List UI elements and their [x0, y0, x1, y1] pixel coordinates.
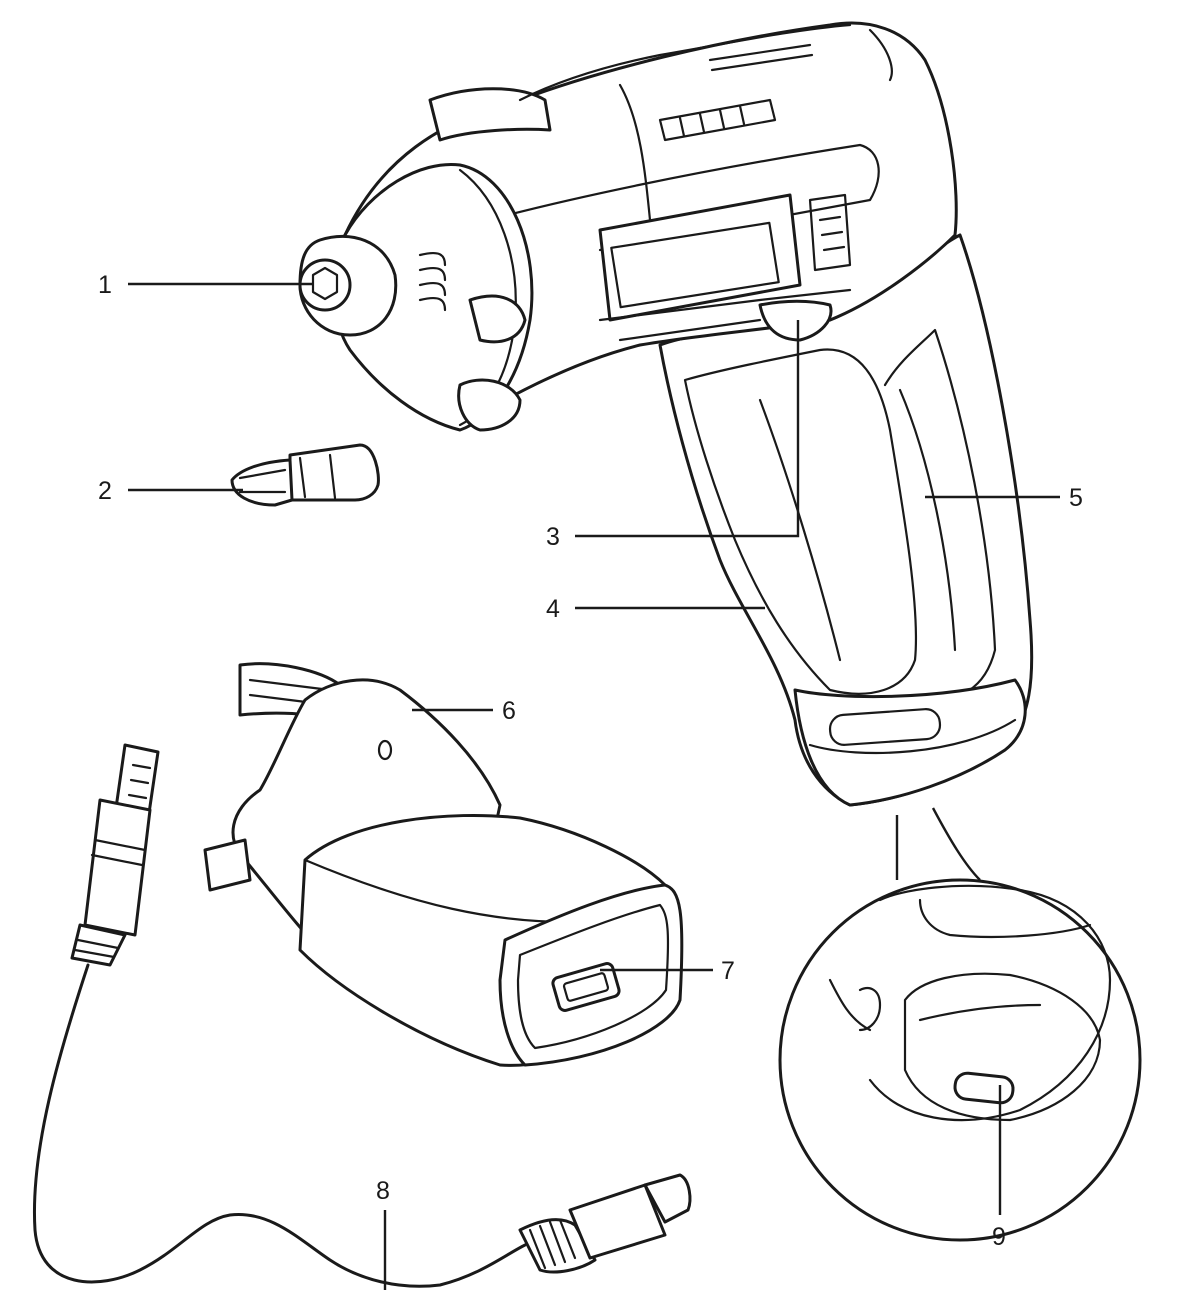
callout-7: 7	[721, 957, 735, 985]
vent-grille	[658, 43, 814, 142]
callout-9: 9	[992, 1223, 1006, 1251]
usb-cable-icon	[32, 743, 692, 1288]
callout-3: 3	[546, 523, 560, 551]
callout-5: 5	[1069, 484, 1083, 512]
plug-adapter-icon	[203, 662, 684, 1067]
magnified-detail	[778, 807, 1142, 1242]
chuck-icon	[298, 234, 398, 337]
usb-port-icon	[551, 962, 621, 1012]
trigger-switch-icon	[758, 299, 833, 342]
screwdriver-bit-icon	[230, 443, 380, 507]
callout-8: 8	[376, 1177, 390, 1205]
callout-2: 2	[98, 477, 112, 505]
leader-lines	[128, 282, 1060, 1290]
leader-line-3	[575, 320, 800, 538]
callout-4: 4	[546, 595, 560, 623]
callout-1: 1	[98, 271, 112, 299]
handle-grip-icon	[683, 348, 918, 695]
spring-coil	[418, 251, 447, 312]
callout-6: 6	[502, 697, 516, 725]
charging-port-icon	[953, 1071, 1015, 1105]
screwdriver-icon	[298, 21, 1034, 807]
callout-labels: 1 2 3 4 5 6 7 8 9	[98, 271, 1083, 1251]
